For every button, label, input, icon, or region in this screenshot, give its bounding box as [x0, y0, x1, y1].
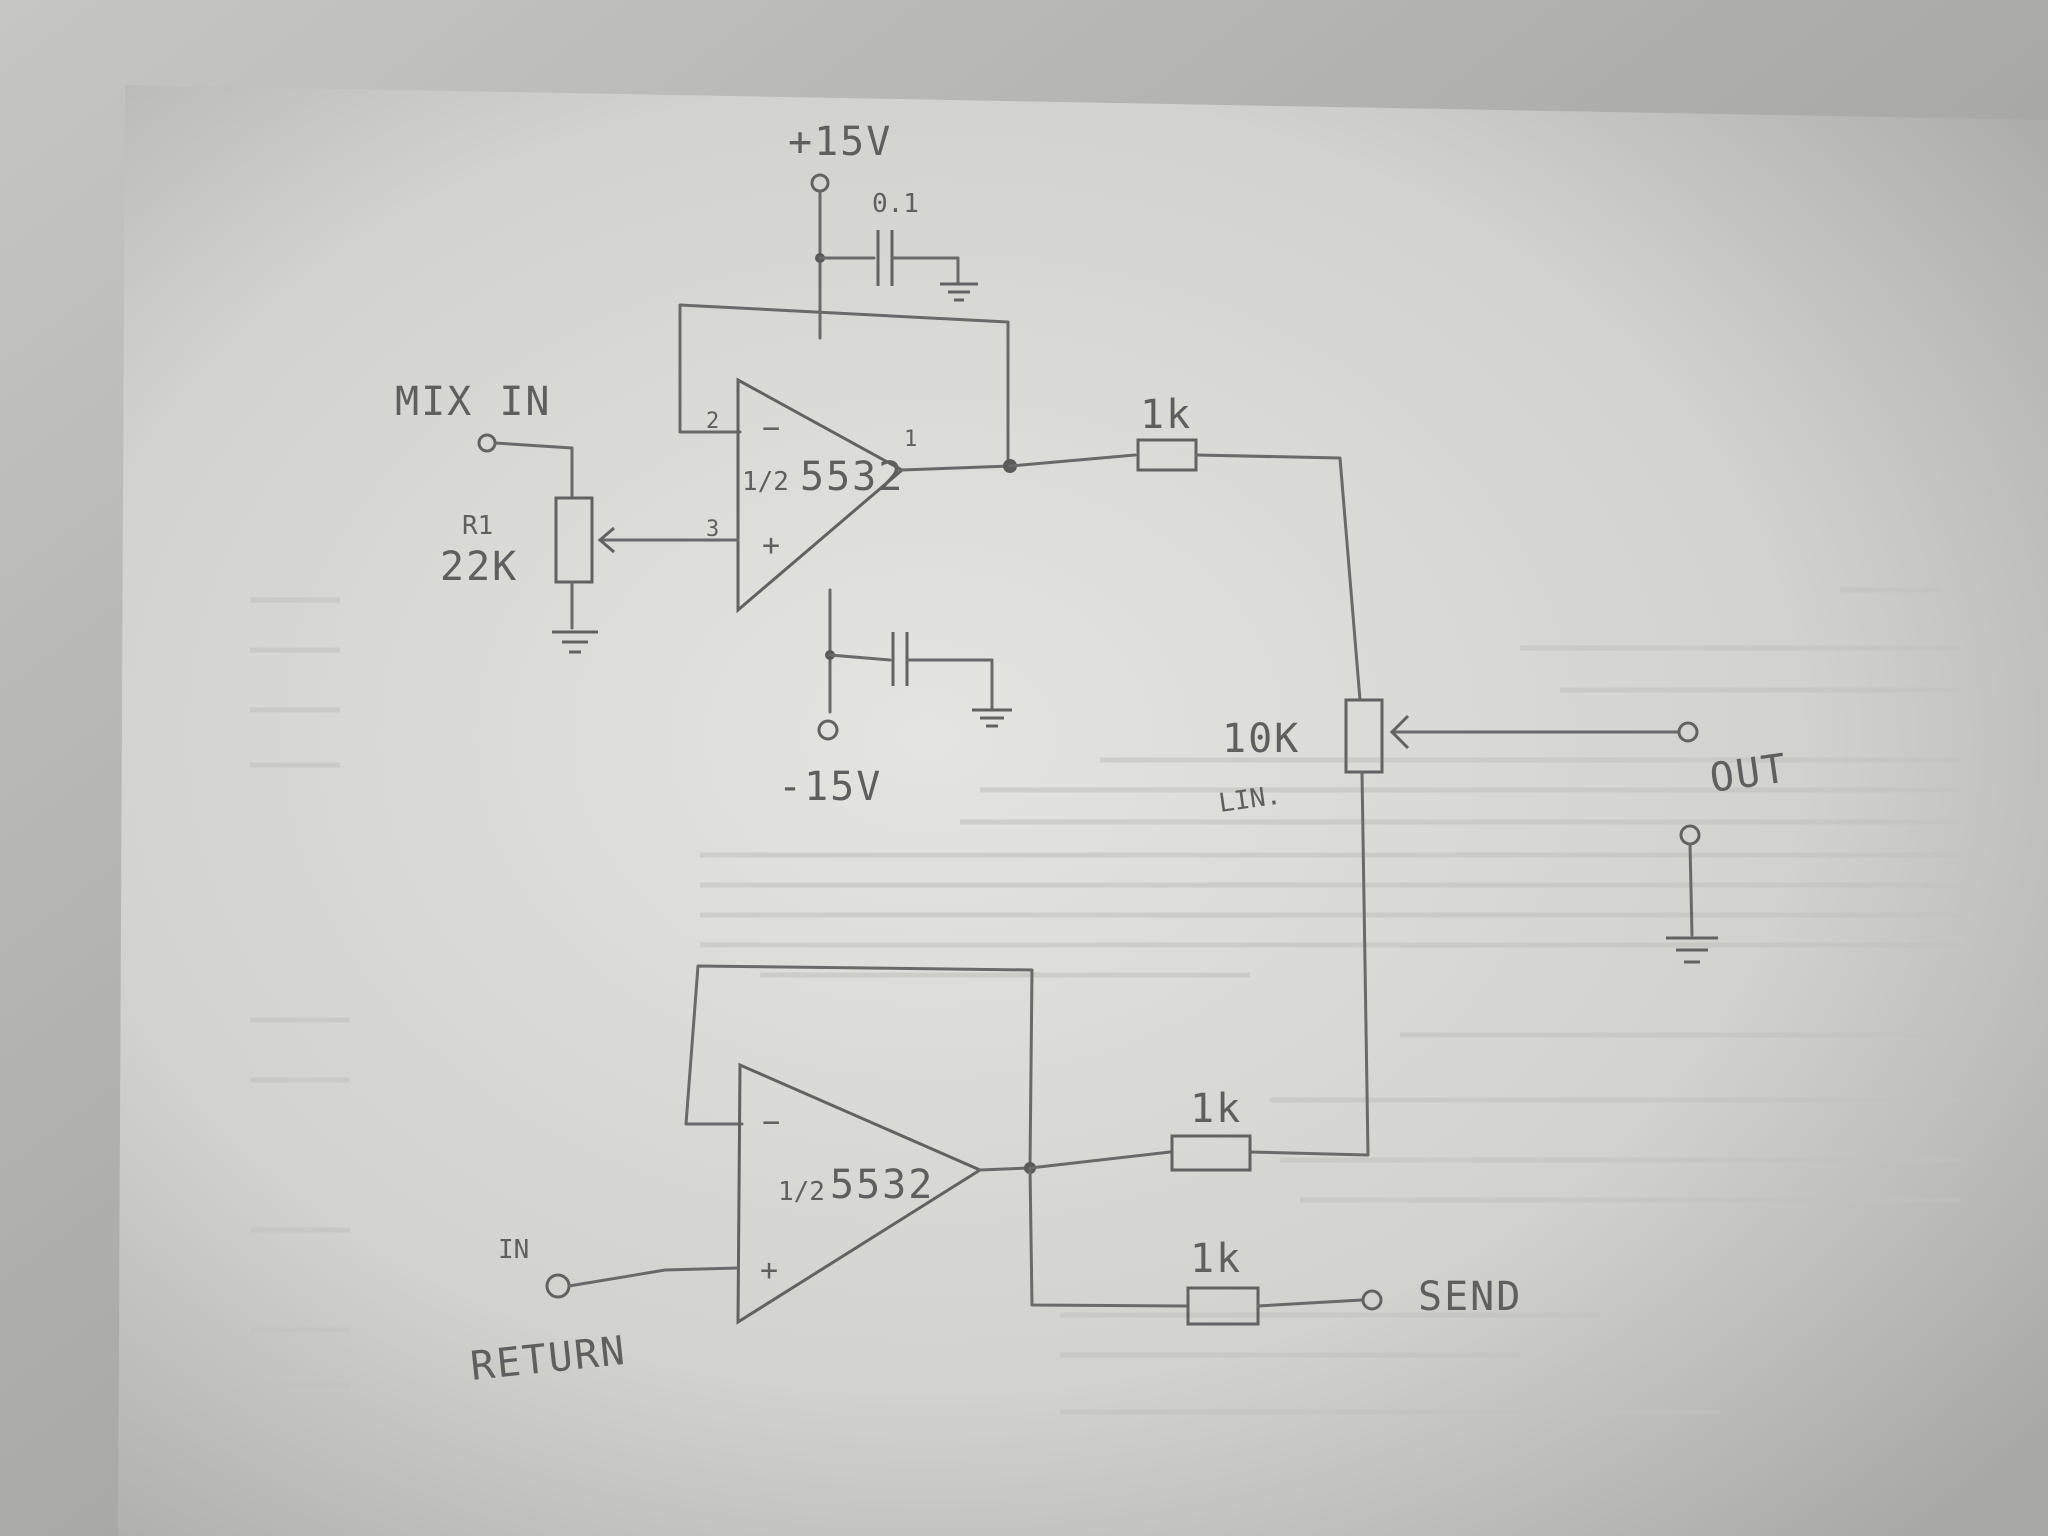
pot-10k-lin [1344, 698, 1384, 774]
ground-symbol-bottom-cap [972, 708, 1012, 728]
pot-r1-value: 22K [440, 544, 518, 590]
opamp-top-part: 5532 [800, 454, 904, 500]
opamp-bottom-triangle [736, 1062, 984, 1325]
top-supply: +15V 0.1 [788, 119, 978, 340]
output-network: 1k 10K LIN. OUT [1008, 392, 1791, 1157]
resistor-top-label: 1k [1140, 392, 1192, 438]
pin-3-label: 3 [706, 517, 719, 542]
pin-2-label: 2 [706, 409, 719, 434]
mix-in-input: MIX IN R1 22K [395, 379, 740, 654]
send-terminal [1361, 1289, 1383, 1311]
pin-1-label: 1 [904, 427, 917, 452]
opamp-bottom-frac: 1/2 [778, 1177, 825, 1207]
resistor-mid-1k [1170, 1134, 1252, 1172]
opamp-top-plus: + [762, 528, 780, 563]
send-output: 1k SEND [1028, 1166, 1522, 1326]
opamp-bottom-part: 5532 [830, 1162, 934, 1208]
mix-in-label: MIX IN [395, 379, 552, 425]
pot-r1 [554, 496, 594, 584]
ground-symbol-out [1666, 936, 1718, 964]
out-label: OUT [1707, 745, 1791, 801]
opamp-top-minus: − [762, 411, 780, 446]
resistor-send-label: 1k [1190, 1236, 1242, 1282]
minus15v-terminal [817, 719, 839, 741]
minus15v-label: -15V [778, 764, 882, 810]
pot-r1-ref: R1 [462, 511, 493, 541]
paper-sheet [118, 85, 2048, 1536]
opamp-bottom-plus: + [760, 1253, 778, 1288]
opamp-top: − + 1/2 5532 2 3 1 [678, 303, 1017, 714]
out-terminal [1677, 721, 1699, 743]
bottom-supply: -15V [778, 632, 1012, 810]
plus15v-label: +15V [788, 119, 892, 165]
resistor-mid-label: 1k [1190, 1086, 1242, 1132]
opamp-top-frac: 1/2 [742, 467, 789, 497]
opamp-top-triangle [736, 377, 905, 614]
cap-value-label: 0.1 [872, 189, 919, 219]
bleed-through-text [250, 587, 1960, 1415]
ground-symbol-top-cap [940, 282, 978, 302]
send-label: SEND [1418, 1274, 1522, 1320]
ground-symbol-r1 [552, 630, 598, 654]
pot-10k-value: 10K [1222, 716, 1300, 762]
opamp-bottom-minus: − [762, 1105, 780, 1140]
in-label: IN [498, 1235, 529, 1265]
opamp-bottom: − + 1/2 5532 [684, 964, 1036, 1325]
mid-resistor-network: 1k [1028, 1086, 1252, 1172]
